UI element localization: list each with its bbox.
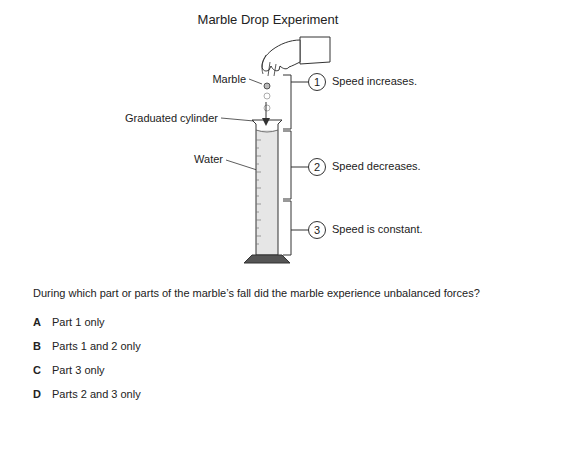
marble bbox=[264, 83, 270, 89]
graduation-mark bbox=[256, 164, 259, 165]
sleeve bbox=[300, 37, 330, 64]
option-text: Parts 2 and 3 only bbox=[52, 388, 141, 401]
section-label: Speed decreases. bbox=[332, 160, 421, 173]
marble bbox=[264, 105, 270, 111]
part-label: Marble bbox=[212, 73, 246, 86]
diagram-title: Marble Drop Experiment bbox=[0, 12, 536, 27]
option-letter: B bbox=[33, 340, 41, 353]
fall-arrowhead bbox=[262, 118, 270, 126]
graduations bbox=[256, 140, 261, 244]
graduation-mark bbox=[256, 220, 261, 221]
option-letter: A bbox=[33, 316, 41, 329]
leader-line bbox=[221, 118, 254, 121]
leader-line bbox=[249, 79, 262, 84]
callout-number: 2 bbox=[314, 161, 320, 173]
graduation-mark bbox=[256, 188, 261, 189]
graduation-mark bbox=[256, 148, 259, 149]
option-letter: C bbox=[33, 364, 41, 377]
graduation-mark bbox=[256, 172, 261, 173]
callout-number: 3 bbox=[314, 224, 320, 236]
option-text: Parts 1 and 2 only bbox=[52, 340, 141, 353]
graduation-mark bbox=[256, 196, 259, 197]
part-label: Water bbox=[194, 153, 223, 166]
option-text: Part 1 only bbox=[52, 316, 105, 329]
graduated-cylinder bbox=[252, 120, 282, 255]
bracket-tick bbox=[291, 82, 309, 230]
graduation-mark bbox=[256, 204, 261, 205]
section-label: Speed increases. bbox=[332, 75, 417, 88]
question-text: During which part or parts of the marble… bbox=[33, 287, 480, 300]
graduation-mark bbox=[256, 236, 261, 237]
graduation-mark bbox=[256, 244, 259, 245]
water bbox=[256, 130, 278, 255]
graduation-mark bbox=[256, 228, 259, 229]
part-label: Graduated cylinder bbox=[125, 112, 218, 125]
marble bbox=[264, 93, 270, 99]
callout-circle: 3 bbox=[308, 221, 326, 239]
graduation-mark bbox=[256, 180, 259, 181]
option-text: Part 3 only bbox=[52, 364, 105, 377]
section-bracket bbox=[283, 75, 291, 255]
graduation-mark bbox=[256, 140, 261, 141]
option-letter: D bbox=[33, 388, 41, 401]
callout-circle: 1 bbox=[308, 73, 326, 91]
hand bbox=[262, 40, 300, 71]
leader-line bbox=[226, 160, 257, 170]
cylinder-base bbox=[244, 255, 290, 263]
callout-number: 1 bbox=[314, 76, 320, 88]
graduation-mark bbox=[256, 156, 261, 157]
graduation-mark bbox=[256, 212, 259, 213]
meniscus bbox=[256, 130, 278, 132]
fingers bbox=[262, 55, 276, 76]
section-label: Speed is constant. bbox=[332, 223, 423, 236]
callout-circle: 2 bbox=[308, 158, 326, 176]
